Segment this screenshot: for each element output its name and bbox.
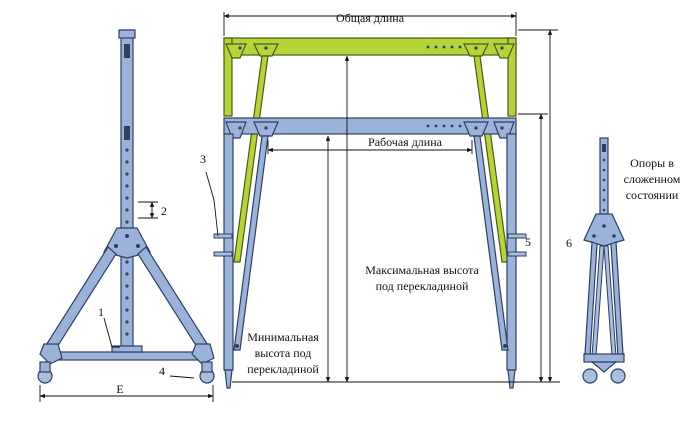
base-bar	[45, 351, 209, 361]
left-green-brace	[233, 55, 269, 263]
folded-label-line2: сложенном	[624, 172, 681, 186]
callout-2: 2	[161, 204, 167, 218]
callout-5: 5	[525, 235, 531, 249]
callout-E: E	[116, 382, 123, 396]
min-height-label-line3: перекладиной	[247, 362, 319, 376]
folded-support	[582, 137, 626, 384]
working-length-label: Рабочая длина	[368, 135, 443, 149]
callout-4: 4	[159, 364, 165, 378]
column-holes	[125, 148, 129, 336]
right-green-bracket	[463, 43, 489, 57]
min-height-label-line2: высота под	[255, 346, 312, 360]
callout-1: 1	[98, 305, 104, 319]
folded-label-line3: состоянии	[626, 188, 679, 202]
left-leg	[42, 246, 117, 356]
center-column	[120, 29, 134, 356]
folded-label-line1: Опоры в	[630, 156, 674, 170]
right-green-post	[507, 37, 517, 117]
max-height-label-line2: под перекладиной	[376, 279, 469, 293]
left-blue-brace	[233, 135, 269, 351]
right-leg	[137, 246, 212, 356]
side-view-a-frame	[37, 29, 215, 402]
left-corner-plate	[39, 343, 63, 365]
total-length-label: Общая длина	[336, 11, 405, 25]
folded-wheel-left	[582, 368, 598, 384]
left-green-bracket	[253, 43, 279, 57]
left-green-post	[223, 37, 233, 117]
callout-6: 6	[566, 236, 572, 250]
column-cap	[118, 29, 136, 39]
folded-wheel-right	[610, 368, 626, 384]
right-corner-plate	[191, 343, 215, 365]
triangle-plate	[103, 227, 151, 259]
base-pin	[111, 345, 143, 353]
front-view-gantry	[205, 12, 560, 389]
min-height-label-line1: Минимальная	[247, 330, 319, 344]
beam-min-position	[223, 117, 517, 135]
right-blue-brace	[473, 135, 509, 351]
max-height-label-line1: Максимальная высота	[365, 263, 479, 277]
folded-plate	[583, 213, 625, 247]
callout-3: 3	[200, 152, 206, 166]
